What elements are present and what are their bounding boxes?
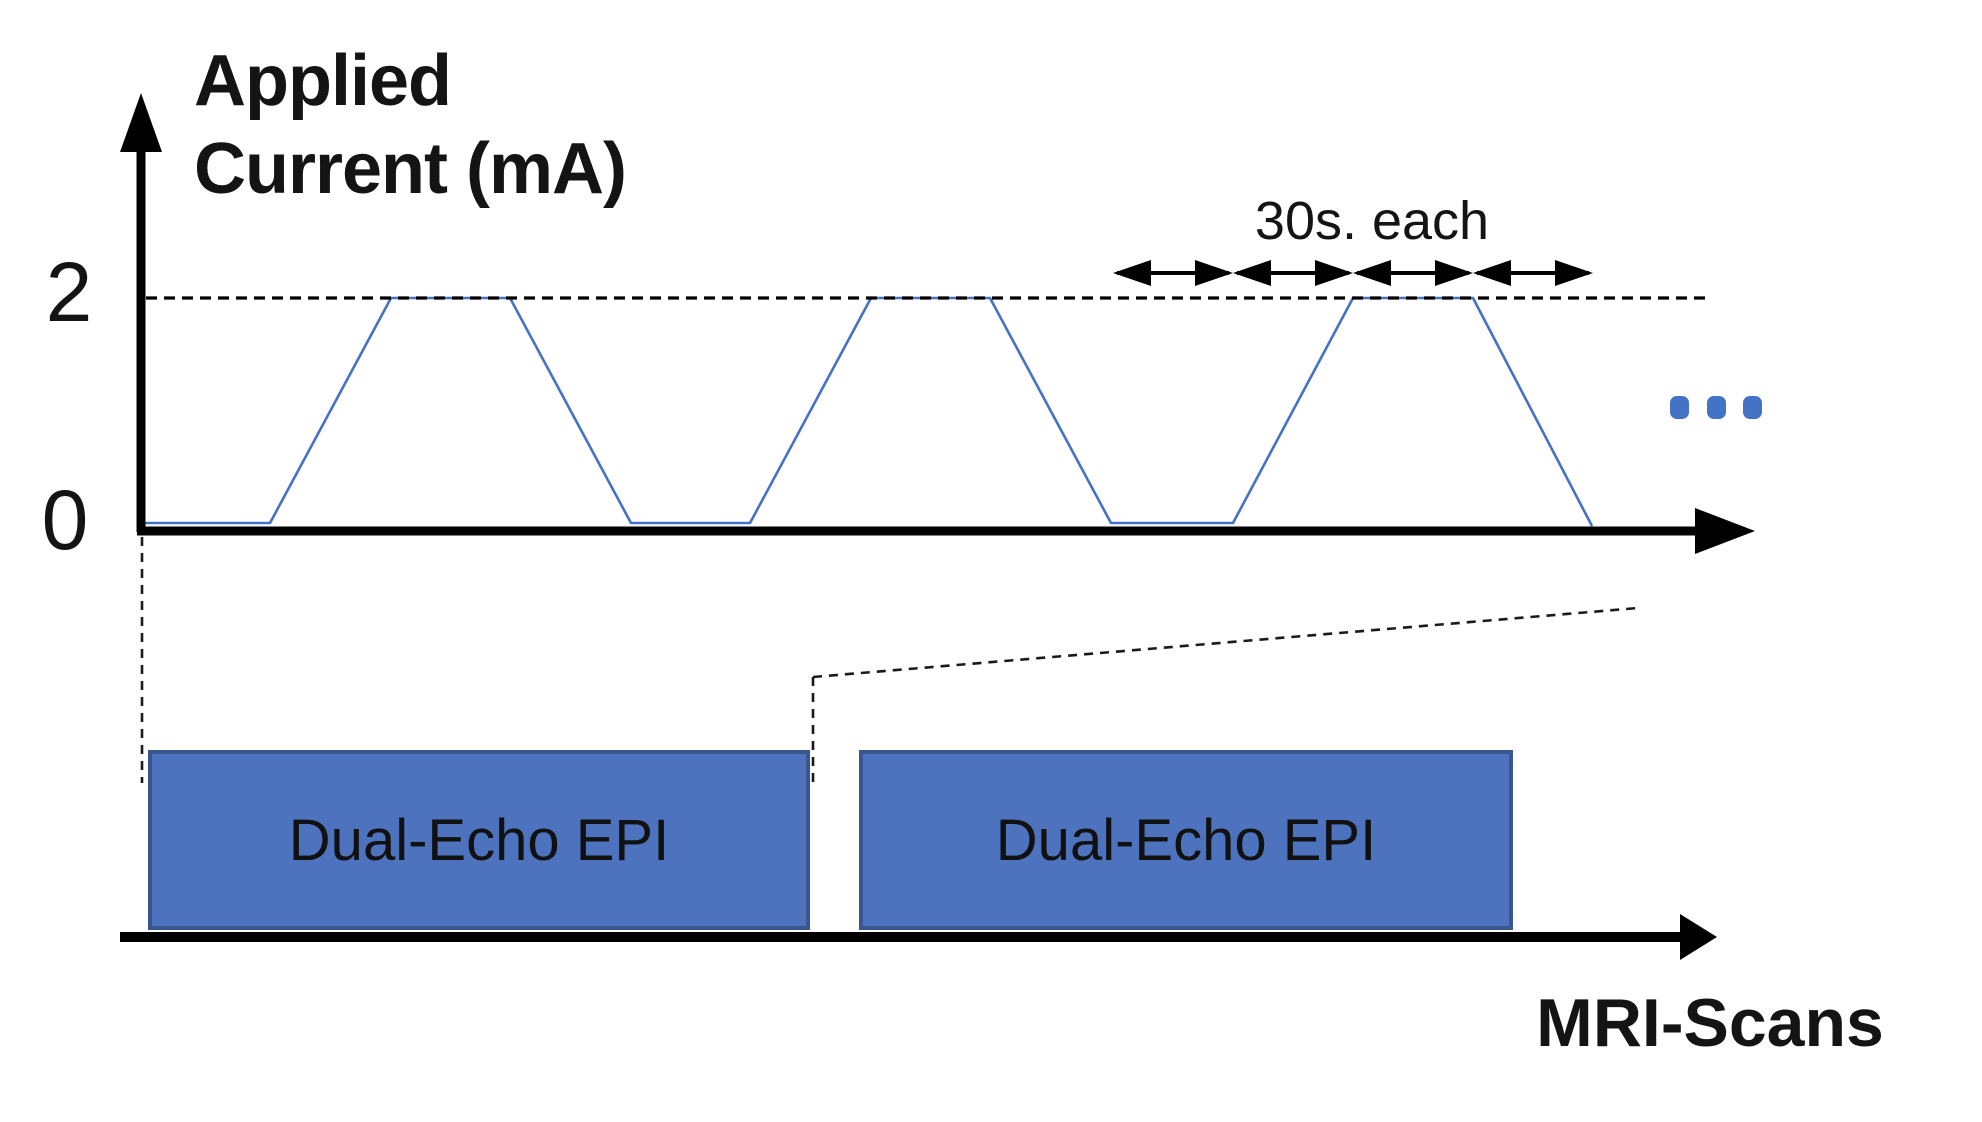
continuation-ellipsis-icon <box>1670 396 1762 419</box>
interval-arrowhead-left-icon <box>1113 260 1151 286</box>
y-axis-arrowhead-icon <box>120 93 162 152</box>
interval-duration-label: 30s. each <box>1254 191 1490 251</box>
epi-scan-block-1: Dual-Echo EPI <box>148 750 810 930</box>
y-tick-2: 2 <box>45 245 93 339</box>
interval-arrowhead-left-icon <box>1353 260 1391 286</box>
y-tick-0: 0 <box>41 473 89 567</box>
interval-arrows-group <box>1113 260 1593 286</box>
interval-arrowhead-left-icon <box>1473 260 1511 286</box>
interval-arrowhead-left-icon <box>1233 260 1271 286</box>
ellipsis-dot <box>1707 396 1726 419</box>
epi-scan-block-1-label: Dual-Echo EPI <box>288 807 670 873</box>
interval-arrowhead-right-icon <box>1195 260 1233 286</box>
ellipsis-dot <box>1743 396 1762 419</box>
epi-scan-block-2: Dual-Echo EPI <box>859 750 1513 930</box>
y-axis-title: Applied Current (mA) <box>194 38 627 214</box>
y-axis-title-line2: Current (mA) <box>194 128 627 209</box>
ellipsis-dot <box>1670 396 1689 419</box>
y-axis-title-line1: Applied <box>194 41 452 121</box>
interval-arrowhead-right-icon <box>1435 260 1473 286</box>
mri-scans-axis-title: MRI-Scans <box>1536 985 1884 1061</box>
interval-arrowhead-right-icon <box>1315 260 1353 286</box>
scan-break-dashed-diagonal <box>812 606 1639 679</box>
mri-scan-axis-arrowhead-icon <box>1680 914 1717 960</box>
epi-scan-block-2-label: Dual-Echo EPI <box>995 807 1377 873</box>
current-time-axis-arrowhead-icon <box>1695 508 1755 554</box>
interval-arrowhead-right-icon <box>1555 260 1593 286</box>
current-waveform-line <box>141 296 1594 527</box>
